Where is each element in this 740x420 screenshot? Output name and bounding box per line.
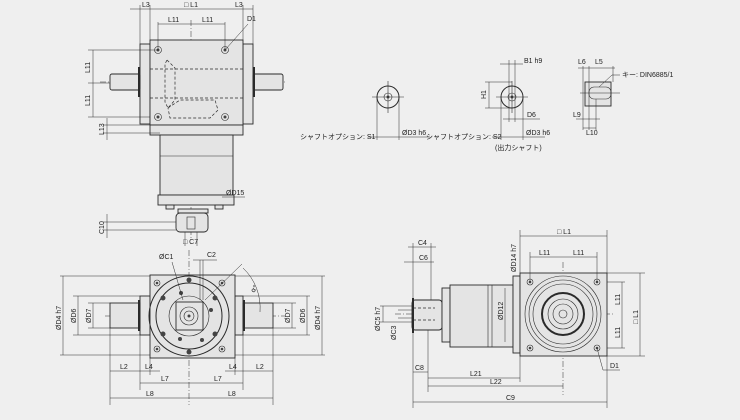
shaft-option-s2-label: シャフトオプション: S2 bbox=[426, 133, 502, 141]
side-view: □ L1 L11 L11 L11 L11 □ L1 D1 C4 C6 ØD14 … bbox=[375, 229, 645, 408]
dim-L11-right: L11 bbox=[202, 17, 213, 24]
front-view: ØC1 C2 α° ØD4 h7 ØD6 ØD7 ØD7 ØD6 ØD4 h7 … bbox=[56, 250, 325, 405]
key-note: キー: DIN6885/1 bbox=[622, 72, 673, 79]
dim-L4-left: L4 bbox=[145, 364, 153, 371]
dim-L13: L13 bbox=[99, 123, 106, 135]
dim-L5: L5 bbox=[595, 59, 603, 66]
dim-L7-left: L7 bbox=[161, 376, 169, 383]
dim-L11-vertical-bottom: L11 bbox=[85, 95, 92, 106]
dim-L11-vertical-bottom: L11 bbox=[615, 327, 622, 338]
dim-L9: L9 bbox=[573, 112, 581, 119]
dim-C5: ØC5 h7 bbox=[375, 307, 382, 331]
dim-D7-right: ØD7 bbox=[285, 309, 292, 324]
dim-L10: L10 bbox=[586, 130, 598, 137]
shaft-option-s1-label: シャフトオプション: S1 bbox=[300, 133, 376, 141]
dim-L1-top: □ L1 bbox=[557, 229, 571, 236]
dim-L11-left: L11 bbox=[168, 17, 179, 24]
dim-L3-right: L3 bbox=[235, 2, 243, 9]
output-shaft-caption: (出力シャフト) bbox=[495, 143, 542, 152]
dim-D1: D1 bbox=[247, 16, 256, 23]
dim-L11-right: L11 bbox=[573, 250, 584, 257]
dim-C4: C4 bbox=[418, 240, 427, 247]
bolt-icon bbox=[153, 277, 226, 355]
top-view: L3 □ L1 L3 L11 L11 D1 L11 L11 L13 ØD15 C… bbox=[85, 2, 285, 246]
dim-C9: C9 bbox=[506, 395, 515, 402]
dim-L11-left: L11 bbox=[539, 250, 550, 257]
dim-D6-right: ØD6 bbox=[300, 309, 307, 324]
dim-D4-right: ØD4 h7 bbox=[315, 306, 322, 330]
dim-L4-right: L4 bbox=[229, 364, 237, 371]
dim-L8-left: L8 bbox=[146, 391, 154, 398]
dim-B1: B1 h9 bbox=[524, 58, 542, 65]
dim-D15: ØD15 bbox=[226, 190, 244, 197]
dim-D3-s2: ØD3 h6 bbox=[526, 130, 550, 137]
dim-D1: D1 bbox=[610, 363, 619, 370]
dim-L11-vertical-top: L11 bbox=[615, 294, 622, 305]
dim-H1: H1 bbox=[481, 90, 488, 99]
dim-C3: ØC3 bbox=[391, 326, 398, 341]
shaft-option-s2: B1 h9 H1 D6 シャフトオプション: S2 ØD3 h6 (出力シャフト… bbox=[426, 58, 550, 152]
dim-C2: C2 bbox=[207, 252, 216, 259]
dim-L2-left: L2 bbox=[120, 364, 128, 371]
dim-D7-left: ØD7 bbox=[86, 309, 93, 324]
dim-L6: L6 bbox=[578, 59, 586, 66]
shaft-option-s1: シャフトオプション: S1 ØD3 h6 bbox=[300, 81, 430, 141]
dim-L11-vertical-top: L11 bbox=[85, 62, 92, 73]
dim-C1: ØC1 bbox=[159, 254, 174, 261]
dim-D12: ØD12 bbox=[498, 302, 505, 320]
dim-L1-right: □ L1 bbox=[633, 310, 640, 324]
dim-L1: □ L1 bbox=[184, 2, 198, 9]
dim-D4-left: ØD4 h7 bbox=[56, 306, 63, 330]
dim-L7-right: L7 bbox=[214, 376, 222, 383]
dim-C7: □ C7 bbox=[183, 239, 198, 246]
dim-L22: L22 bbox=[490, 379, 502, 386]
dim-D6-s2: D6 bbox=[527, 112, 536, 119]
dim-D3-s1: ØD3 h6 bbox=[402, 130, 426, 137]
dim-L2-right: L2 bbox=[256, 364, 264, 371]
dim-C8: C8 bbox=[415, 365, 424, 372]
dim-C10: C10 bbox=[99, 221, 106, 234]
dim-angle: α° bbox=[249, 284, 260, 294]
dim-L3-left: L3 bbox=[142, 2, 150, 9]
dim-D14: ØD14 h7 bbox=[511, 244, 518, 272]
dim-D6-left: ØD6 bbox=[71, 309, 78, 324]
dim-L8-right: L8 bbox=[228, 391, 236, 398]
key-detail: L6 L5 キー: DIN6885/1 L9 L10 bbox=[573, 59, 673, 137]
dim-C6: C6 bbox=[419, 255, 428, 262]
dim-L21: L21 bbox=[470, 371, 482, 378]
